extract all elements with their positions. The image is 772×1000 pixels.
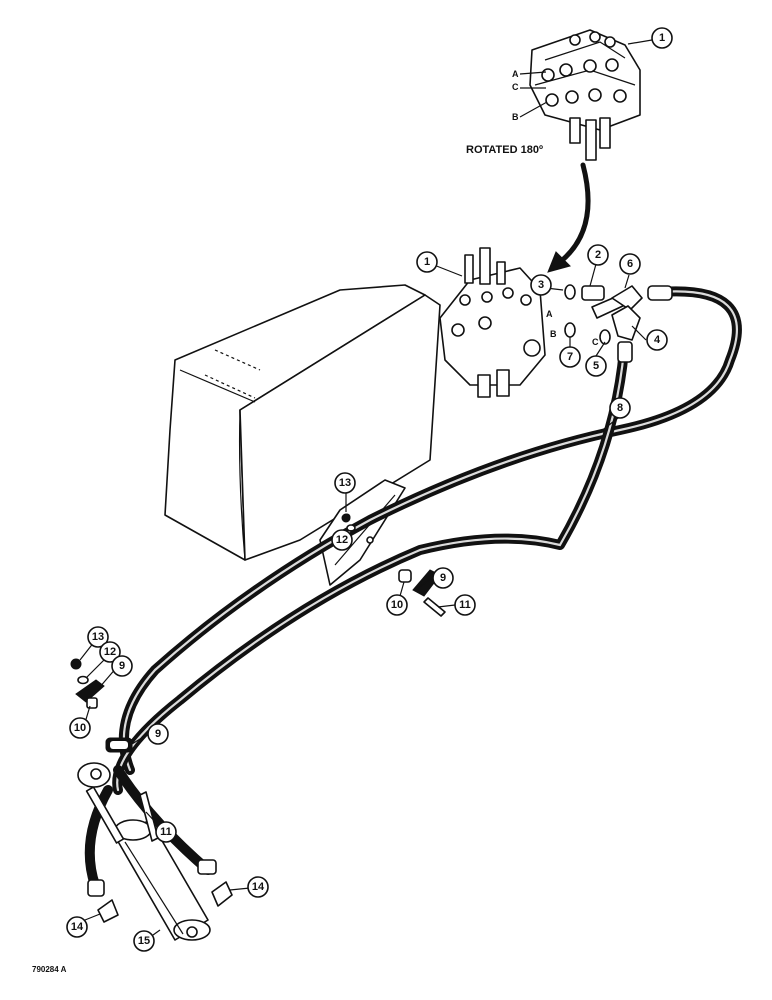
svg-text:7: 7 (567, 351, 573, 363)
strap-bolt-hole (366, 536, 374, 544)
port-label-b-mid: B (550, 329, 557, 339)
control-valve-mid (439, 247, 546, 398)
callout-7: 7 (559, 346, 581, 368)
port-label-b-top: B (512, 112, 519, 122)
callout-3: 3 (530, 274, 552, 296)
callout-2: 2 (587, 244, 609, 266)
svg-text:6: 6 (627, 258, 633, 270)
callout-5: 5 (585, 355, 607, 377)
callout-11-cyl: 11 (155, 821, 177, 843)
tank-housing (164, 284, 441, 561)
callout-14-right: 14 (247, 876, 269, 898)
svg-text:9: 9 (440, 572, 446, 584)
callout-4: 4 (646, 329, 668, 351)
o-ring (564, 284, 576, 300)
svg-text:8: 8 (617, 402, 623, 414)
svg-text:5: 5 (593, 360, 599, 372)
port-label-a-top: A (512, 69, 519, 79)
hydraulic-cylinder (77, 762, 211, 941)
callout-12-tank: 12 (331, 529, 353, 551)
callout-13-left: 13 (87, 626, 109, 648)
callout-14-left: 14 (66, 916, 88, 938)
callout-9-left: 9 (111, 655, 133, 677)
nut (341, 513, 351, 523)
svg-text:3: 3 (538, 279, 544, 291)
svg-text:1: 1 (659, 32, 665, 44)
svg-text:2: 2 (595, 249, 601, 261)
elbow-fitting-right (211, 881, 233, 907)
elbow-fitting-left (97, 899, 119, 923)
callout-1-mid: 1 (416, 251, 438, 273)
svg-text:13: 13 (92, 631, 104, 643)
svg-text:12: 12 (104, 646, 116, 658)
hose-end-fitting (87, 879, 105, 897)
port-label-c-mid: C (592, 337, 599, 347)
svg-text:11: 11 (459, 599, 471, 611)
svg-text:9: 9 (155, 728, 161, 740)
port-label-c-top: C (512, 82, 519, 92)
svg-text:14: 14 (252, 881, 265, 893)
svg-text:10: 10 (74, 722, 86, 734)
callout-9-clamp: 9 (147, 723, 169, 745)
callout-10-left: 10 (69, 717, 91, 739)
hose-end-fitting (617, 341, 633, 363)
callout-10-bracket: 10 (386, 594, 408, 616)
hydraulic-hoses (84, 285, 742, 897)
o-ring (564, 322, 576, 338)
svg-text:1: 1 (424, 256, 430, 268)
control-valve-top (529, 29, 641, 161)
svg-text:12: 12 (336, 534, 348, 546)
figure-id: 790284 A (32, 965, 67, 974)
elbow-fitting (611, 285, 643, 311)
tee-fitting (611, 305, 641, 341)
callout-11-bracket: 11 (454, 594, 476, 616)
svg-text:4: 4 (654, 334, 661, 346)
rotation-caption: ROTATED 180º (466, 144, 543, 156)
callout-12-left: 12 (99, 641, 121, 663)
svg-text:9: 9 (119, 660, 125, 672)
rotation-arrow (547, 162, 591, 273)
svg-text:13: 13 (339, 477, 351, 489)
o-ring (599, 329, 611, 345)
port-label-a-mid: A (546, 309, 553, 319)
callout-6: 6 (619, 253, 641, 275)
left-bracket-hardware (70, 658, 105, 709)
callout-13-tank: 13 (334, 472, 356, 494)
hose-clamp (105, 737, 133, 753)
callout-8: 8 (609, 397, 631, 419)
hose-end-fitting (647, 285, 673, 301)
callout-9-bracket: 9 (432, 567, 454, 589)
svg-text:11: 11 (160, 826, 172, 838)
svg-text:15: 15 (138, 935, 150, 947)
hose-end-fitting (197, 859, 217, 875)
svg-text:14: 14 (71, 921, 84, 933)
svg-text:10: 10 (391, 599, 403, 611)
callout-1-top: 1 (651, 27, 673, 49)
callout-15: 15 (133, 930, 155, 952)
